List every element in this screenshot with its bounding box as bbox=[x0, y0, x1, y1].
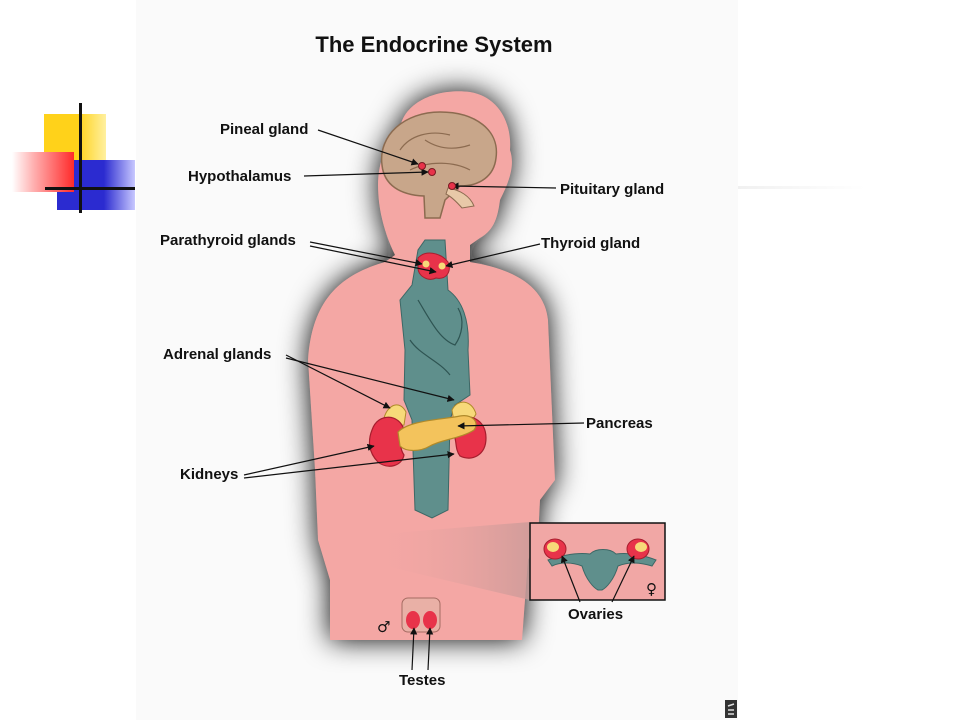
page-title: The Endocrine System bbox=[315, 32, 552, 57]
ovaries-inset bbox=[529, 522, 666, 601]
label-parathyroid-glands: Parathyroid glands bbox=[160, 232, 296, 249]
brain bbox=[380, 111, 498, 219]
decorative-vertical-line bbox=[79, 103, 82, 213]
label-pineal-gland: Pineal gland bbox=[220, 121, 308, 138]
male-symbol-icon: ♂ bbox=[377, 618, 390, 636]
pancreas bbox=[397, 415, 477, 452]
label-kidneys: Kidneys bbox=[180, 466, 238, 483]
testes-organ bbox=[401, 597, 441, 633]
publisher-logo-icon bbox=[725, 700, 737, 718]
label-hypothalamus: Hypothalamus bbox=[188, 168, 291, 185]
label-ovaries: Ovaries bbox=[568, 606, 623, 623]
thyroid-gland bbox=[417, 252, 450, 280]
label-pancreas: Pancreas bbox=[586, 415, 653, 432]
label-testes: Testes bbox=[399, 672, 445, 689]
decorative-horizontal-line bbox=[45, 187, 135, 190]
ovary-magnify-beam bbox=[368, 522, 530, 600]
label-thyroid-gland: Thyroid gland bbox=[541, 235, 640, 252]
leader-lines bbox=[243, 129, 635, 671]
decorative-rule bbox=[735, 186, 865, 189]
label-adrenal-glands: Adrenal glands bbox=[163, 346, 271, 363]
decorative-red-square bbox=[12, 152, 74, 192]
brain-glands bbox=[418, 162, 456, 190]
female-symbol-icon: ♀ bbox=[646, 580, 657, 598]
label-pituitary-gland: Pituitary gland bbox=[560, 181, 664, 198]
